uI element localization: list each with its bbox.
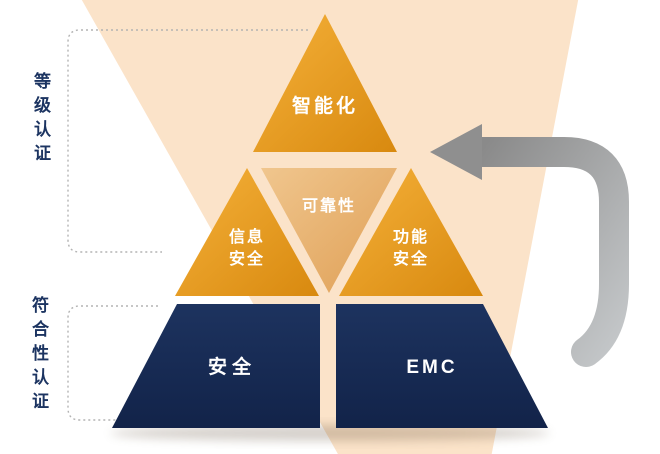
middle-right-triangle bbox=[339, 168, 483, 296]
bottom-right-trapezoid bbox=[336, 304, 548, 428]
upper-dotted-bracket bbox=[67, 29, 308, 253]
pyramid-shadow bbox=[110, 425, 550, 441]
middle-left-label-line1: 信息 bbox=[229, 227, 265, 246]
middle-center-triangle bbox=[261, 168, 397, 293]
bottom-left-trapezoid bbox=[112, 304, 320, 428]
lower-side-label: 符合性认证 bbox=[29, 296, 48, 416]
curved-arrow-left-icon bbox=[430, 124, 629, 367]
bottom-left-label: 安全 bbox=[208, 355, 256, 378]
bottom-right-label: EMC bbox=[406, 357, 457, 378]
arrow-shaft bbox=[465, 137, 629, 367]
middle-left-triangle bbox=[175, 168, 319, 296]
upper-side-label: 等级认证 bbox=[31, 72, 50, 168]
top-triangle-label: 智能化 bbox=[292, 94, 358, 117]
top-triangle bbox=[253, 14, 397, 152]
middle-right-label-line1: 功能 bbox=[393, 227, 429, 246]
lower-dotted-bracket bbox=[67, 305, 166, 421]
middle-right-label-line2: 安全 bbox=[393, 249, 429, 268]
middle-left-label-line2: 安全 bbox=[229, 249, 265, 268]
arrow-head bbox=[430, 124, 482, 180]
middle-center-label: 可靠性 bbox=[302, 196, 356, 215]
